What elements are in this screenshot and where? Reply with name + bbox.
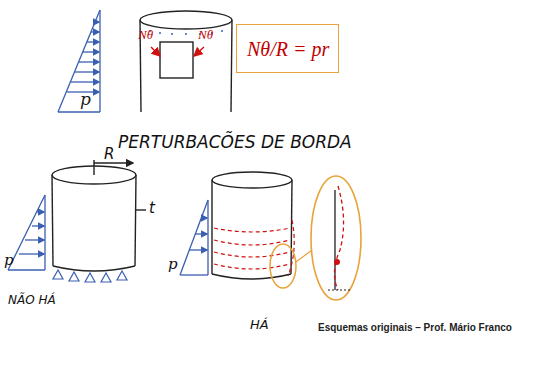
pressure-label: p xyxy=(4,252,14,269)
radius-label: R xyxy=(104,146,114,163)
pressure-label: p xyxy=(80,90,91,109)
case-label: HÁ xyxy=(250,318,269,332)
force-label: Nθ xyxy=(198,28,213,42)
formula-box: Nθ/R = pr xyxy=(236,24,339,73)
force-label: Nθ xyxy=(138,28,153,42)
thickness-label: t xyxy=(149,200,155,217)
pressure-label: p xyxy=(168,256,178,273)
case-label: NÃO HÁ xyxy=(8,294,56,307)
credit-note: Esquemas originais – Prof. Mário Franco xyxy=(318,322,512,333)
section-heading: PERTURBACÕES DE BORDA xyxy=(118,133,352,152)
formula-text: Nθ/R = pr xyxy=(247,38,338,61)
